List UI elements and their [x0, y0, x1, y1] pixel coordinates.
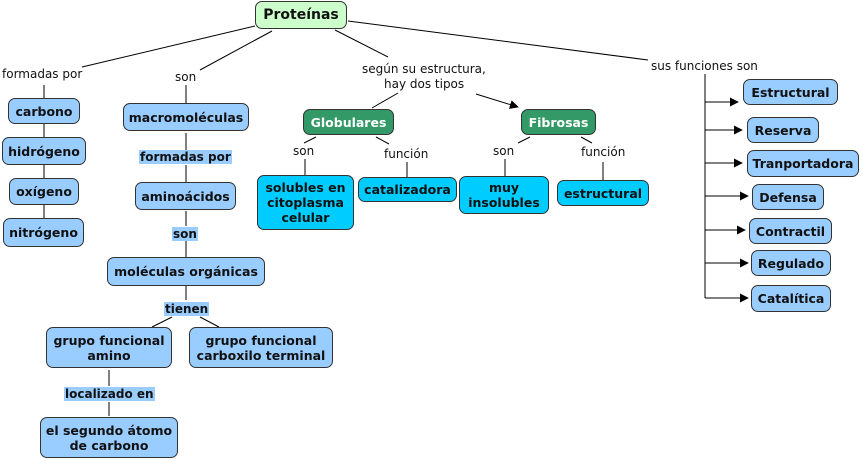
link-sus-funciones: sus funciones son: [651, 59, 758, 73]
node-label: Defensa: [759, 189, 817, 205]
node-label: Fibrosas: [528, 114, 589, 130]
node-label: oxígeno: [16, 184, 72, 199]
node-label: carbono: [15, 103, 73, 119]
link-localizado-en: localizado en: [64, 387, 155, 401]
line-segun-fibrosas: [475, 93, 519, 109]
link-formadas-por: formadas por: [2, 67, 83, 81]
line-2: de carbono: [69, 437, 149, 453]
line-3: celular: [281, 210, 330, 225]
node-fn-regulado[interactable]: Regulado: [751, 250, 831, 276]
line-root-segun: [334, 29, 389, 58]
line-glob-son: [303, 136, 317, 144]
node-oxigeno[interactable]: oxígeno: [9, 178, 79, 205]
line-1: solubles en: [265, 180, 346, 195]
node-carbono[interactable]: carbono: [8, 98, 80, 124]
node-label: hidrógeno: [8, 143, 80, 159]
line-2: amino: [87, 347, 131, 363]
line-root-son: [199, 30, 273, 71]
line-glob-funcion: [375, 136, 390, 145]
line-segun-globulares: [371, 92, 399, 109]
node-fn-contractil[interactable]: Contractil: [749, 218, 832, 244]
node-estructural-fib[interactable]: estructural: [557, 180, 649, 206]
node-label: Reserva: [754, 122, 812, 138]
link-fib-son: son: [493, 144, 515, 158]
node-aminoacidos[interactable]: aminoácidos: [135, 182, 236, 210]
node-label: catalizadora: [364, 182, 451, 197]
node-moleculas-organicas[interactable]: moléculas orgánicas: [107, 257, 265, 286]
line-2: citoplasma: [267, 195, 344, 210]
line-1: muy: [488, 180, 520, 195]
line-root-funciones: [347, 20, 649, 61]
node-fn-reserva[interactable]: Reserva: [747, 117, 819, 143]
line-tienen-carboxilo: [199, 316, 220, 328]
node-fibrosas[interactable]: Fibrosas: [521, 109, 596, 135]
node-label: Estructural: [751, 84, 830, 100]
link-segun-2: hay dos tipos: [384, 77, 465, 91]
node-label: Contractil: [755, 223, 826, 239]
node-label: nitrógeno: [9, 225, 78, 240]
node-label: Tranportadora: [752, 156, 854, 171]
node-catalizadora[interactable]: catalizadora: [358, 177, 457, 202]
node-hidrogeno[interactable]: hidrógeno: [2, 137, 86, 165]
node-label: Regulado: [757, 255, 825, 271]
link-glob-son: son: [293, 144, 315, 158]
node-fn-transportadora[interactable]: Tranportadora: [747, 150, 859, 177]
link-son: son: [175, 70, 197, 84]
node-fn-catalitica[interactable]: Catalítica: [751, 285, 831, 312]
node-globulares[interactable]: Globulares: [303, 109, 394, 135]
node-nitrogeno[interactable]: nitrógeno: [3, 218, 84, 247]
link-formadas-por-2: formadas por: [139, 150, 232, 164]
line-1: el segundo átomo: [45, 422, 173, 438]
node-label: Globulares: [310, 114, 387, 130]
line-fib-son: [517, 136, 531, 144]
line-2: insolubles: [468, 195, 540, 210]
node-fn-defensa[interactable]: Defensa: [752, 184, 824, 210]
node-label: aminoácidos: [141, 188, 230, 204]
node-label: estructural: [563, 185, 643, 201]
link-glob-funcion: función: [384, 147, 429, 161]
link-segun-1: según su estructura,: [362, 62, 486, 76]
node-macromoleculas[interactable]: macromoléculas: [123, 103, 249, 131]
node-fn-estructural[interactable]: Estructural: [743, 79, 838, 105]
node-label: moléculas orgánicas: [114, 264, 258, 279]
link-son-2: son: [172, 227, 198, 241]
node-label: Catalítica: [757, 291, 825, 306]
node-label: macromoléculas: [128, 109, 244, 125]
link-tienen: tienen: [164, 302, 210, 316]
line-1: grupo funcional: [205, 332, 317, 348]
node-label: Proteínas: [263, 6, 339, 23]
line-tienen-amino: [151, 316, 173, 328]
line-2: carboxilo terminal: [196, 347, 326, 363]
line-fib-funcion: [580, 136, 593, 144]
link-fib-funcion: función: [581, 145, 626, 159]
line-1: grupo funcional: [53, 332, 165, 348]
node-proteinas[interactable]: Proteínas: [255, 1, 347, 29]
line-root-formadas: [81, 25, 256, 68]
